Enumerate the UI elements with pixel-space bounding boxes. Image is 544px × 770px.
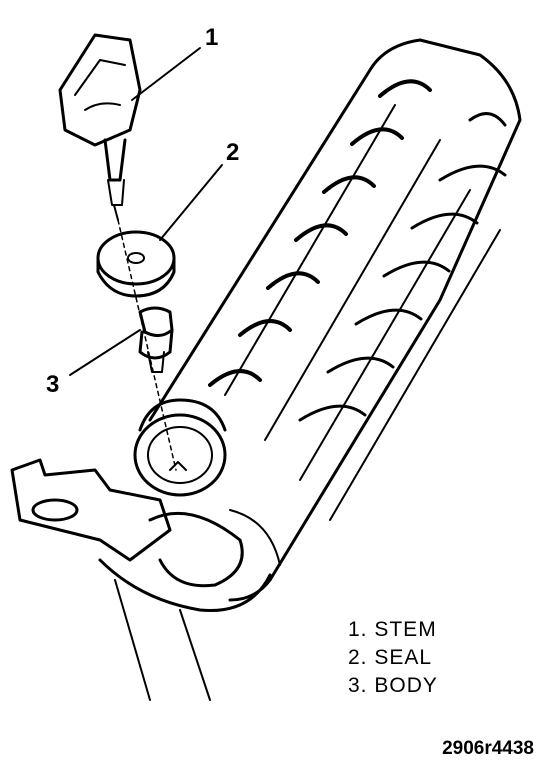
lower-housing <box>10 458 281 701</box>
legend-item-3: 3. BODY <box>348 674 438 697</box>
legend-item-2: 2. SEAL <box>348 646 433 669</box>
callout-leader-2 <box>159 164 223 241</box>
assembly-axis-line <box>117 219 177 471</box>
valve-port <box>133 398 227 497</box>
callout-label-2: 2 <box>226 139 239 166</box>
callout-leader-1 <box>131 47 201 101</box>
figure-id: 2906r4438 <box>442 738 534 759</box>
stem-part <box>58 33 142 221</box>
legend-item-1: 1. STEM <box>348 618 437 641</box>
radiator-tube <box>148 38 522 602</box>
callout-label-1: 1 <box>205 24 218 51</box>
callout-label-3: 3 <box>46 371 59 398</box>
callout-leader-3 <box>69 329 141 376</box>
body-part <box>138 306 174 373</box>
seal-part <box>96 230 176 298</box>
